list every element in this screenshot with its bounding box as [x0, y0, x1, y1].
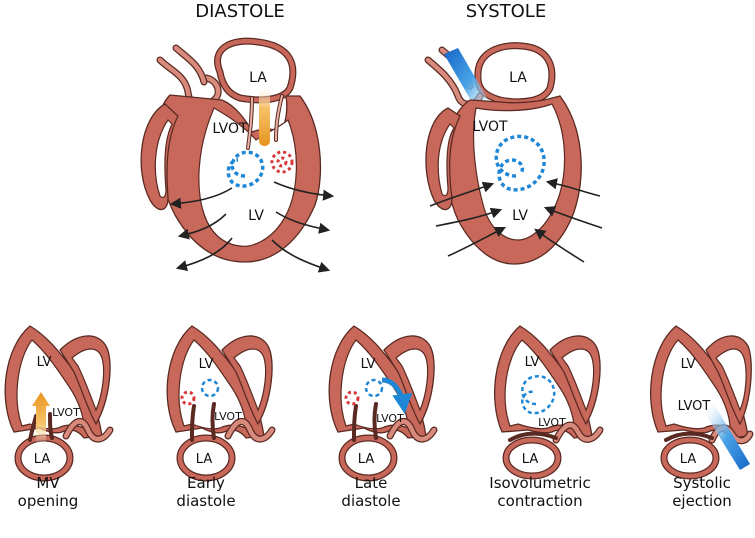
arrow-out-3 — [175, 237, 233, 272]
arrow-in-2 — [435, 207, 503, 227]
label-lv: LV — [681, 357, 696, 372]
panel-isovolumetric-contraction: LV LVOT LA Isovolumetric contraction — [489, 325, 604, 510]
label-la: LA — [249, 70, 267, 86]
mitral-leaflet-posterior-inner — [275, 95, 283, 141]
vortex-red — [270, 150, 294, 174]
rv-cavity — [437, 123, 455, 197]
vortex-red-inner — [276, 156, 288, 168]
diastole-heart: DIASTOLE LA LVOT — [140, 1, 335, 273]
label-lv: LV — [37, 355, 52, 370]
left-atrium-wall — [475, 43, 555, 105]
caption-line2: diastole — [176, 492, 235, 510]
arrow-out-2 — [177, 213, 227, 240]
rv-cavity — [395, 348, 429, 412]
left-atrium-wall — [503, 437, 561, 479]
pulmonary-vessel-lumen — [173, 45, 207, 85]
left-atrium-wall — [177, 435, 235, 481]
mitral-leaflet-closed — [664, 431, 714, 442]
outflow-jet — [444, 48, 494, 116]
label-lvot: LVOT — [52, 406, 80, 419]
label-lvot: LVOT — [678, 399, 711, 414]
vortex-red — [344, 390, 360, 406]
panel-mv-opening: LV LVOT LA MV opening — [4, 325, 114, 510]
label-lvot: LVOT — [538, 416, 566, 429]
diastole-title: DIASTOLE — [195, 1, 284, 22]
label-lv: LV — [199, 357, 214, 372]
mitral-leaflet — [372, 402, 378, 440]
arrow-in-5 — [543, 206, 603, 229]
arrow-in-1 — [429, 181, 495, 207]
label-la: LA — [522, 452, 539, 467]
label-lvot: LVOT — [212, 121, 248, 137]
arrow-in-3 — [447, 226, 507, 257]
vortex-red — [180, 390, 196, 406]
left-atrium-wall — [215, 38, 296, 103]
rv-cavity — [71, 348, 105, 412]
vortex-blue — [200, 378, 220, 398]
mitral-leaflet — [210, 402, 216, 440]
label-lv: LV — [248, 208, 264, 224]
caption-line1: Early — [187, 474, 225, 492]
panel-late-diastole: LV LVOT LA Late diastole — [328, 325, 438, 510]
arrow-in-4 — [545, 178, 601, 197]
lv-cavity — [16, 339, 85, 430]
mitral-leaflet — [48, 412, 54, 440]
label-lv: LV — [525, 355, 540, 370]
mitral-leaflet — [352, 404, 358, 442]
label-la: LA — [34, 452, 51, 467]
caption-line1: Late — [355, 474, 388, 492]
arrow-out-4 — [273, 181, 335, 201]
label-lvot: LVOT — [376, 412, 404, 425]
systole-heart: SYSTOLE LA LVOT LV — [424, 1, 603, 265]
label-la: LA — [680, 452, 697, 467]
arrow-in-6 — [534, 228, 585, 263]
panel-systolic-ejection: LV LVOT LA Systolic ejection — [650, 325, 754, 510]
rv-cavity — [233, 348, 267, 412]
left-atrium-wall — [661, 437, 719, 479]
label-lv: LV — [361, 357, 376, 372]
label-la: LA — [196, 452, 213, 467]
lv-cavity — [504, 339, 575, 430]
label-lvot: LVOT — [472, 119, 508, 135]
mitral-leaflet — [190, 404, 196, 442]
caption-line1: Isovolumetric — [489, 474, 590, 492]
label-la: LA — [358, 452, 375, 467]
arrow-out-5 — [275, 211, 331, 234]
label-lvot: LVOT — [214, 410, 242, 423]
systole-title: SYSTOLE — [466, 1, 546, 22]
caption-line2: diastole — [341, 492, 400, 510]
mitral-leaflet-anterior-inner — [247, 97, 253, 149]
panel-early-diastole: LV LVOT LA Early diastole — [166, 325, 276, 510]
mitral-leaflet — [28, 414, 38, 442]
label-lv: LV — [512, 208, 528, 224]
lv-cavity — [472, 103, 566, 241]
vortex-blue — [494, 134, 546, 192]
rv-cavity — [715, 348, 747, 412]
arrow-out-6 — [271, 239, 331, 273]
outflow-jet — [704, 404, 750, 470]
mitral-leaflet-closed — [508, 431, 558, 442]
caption-line2: ejection — [672, 492, 732, 510]
inflow-arrow — [32, 392, 50, 446]
label-la: LA — [509, 70, 527, 86]
aorta-lumen — [387, 419, 437, 442]
lv-cavity — [198, 107, 297, 247]
caption-line2: opening — [18, 492, 79, 510]
vortex-blue — [364, 378, 384, 398]
caption-line2: contraction — [497, 492, 582, 510]
vortex-blue — [521, 375, 556, 415]
inflow-jet — [259, 86, 270, 146]
outflow-arrow — [381, 377, 413, 414]
rv-cavity — [154, 119, 173, 199]
rv-cavity — [561, 348, 595, 412]
aorta-lumen — [63, 419, 113, 442]
aorta-lumen — [553, 422, 603, 443]
caption-line1: MV — [36, 474, 60, 492]
arrow-out-1 — [169, 187, 233, 209]
caption-line1: Systolic — [673, 474, 731, 492]
vortex-blue — [226, 150, 265, 188]
aorta-lumen — [225, 419, 275, 442]
left-atrium-wall — [339, 435, 397, 481]
